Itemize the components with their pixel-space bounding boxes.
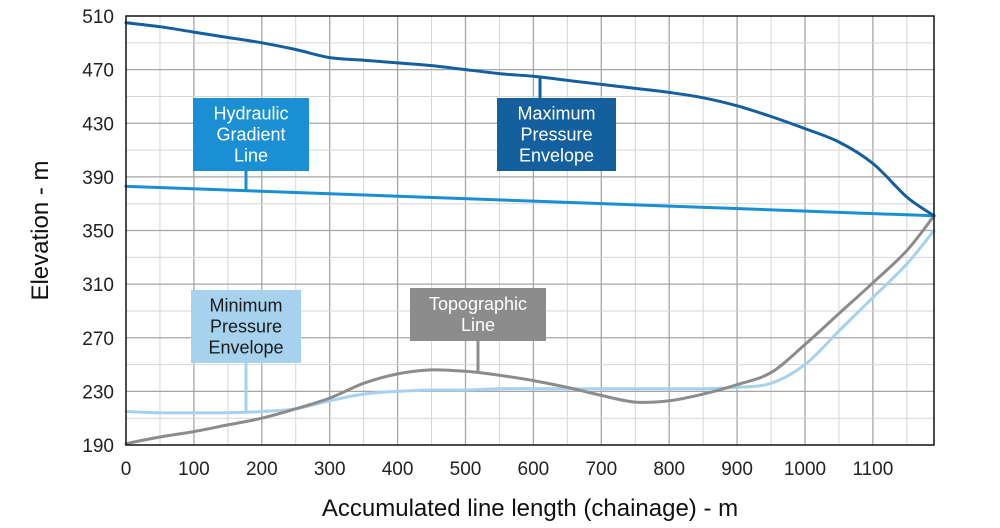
callout-box [191,290,301,363]
callout-label-line: Gradient [216,125,285,145]
callout-label-line: Hydraulic [213,104,288,124]
callout-box [497,98,616,171]
callout-label-line: Line [234,146,268,166]
x-tick-label: 200 [246,459,278,480]
callout-label-line: Minimum [209,296,282,316]
x-tick-label: 600 [518,459,550,480]
x-tick-label: 100 [178,459,210,480]
series-line-2 [124,184,936,218]
series-lines [124,21,936,446]
x-tick-label: 1100 [852,459,893,480]
y-tick-label: 510 [82,7,114,28]
callout-box [193,98,309,171]
y-tick-label: 190 [82,436,114,457]
y-tick-label: 390 [82,168,114,189]
plot-frame [125,15,935,446]
callout-label-line: Envelope [519,146,594,166]
callout-label-line: Topographic [429,294,527,314]
y-tick-label: 350 [82,222,114,243]
x-tick-label: 700 [585,459,617,480]
x-tick-label: 1000 [784,459,826,480]
y-tick-label: 270 [82,329,114,350]
y-tick-label: 430 [82,114,114,135]
series-line-3 [124,214,936,446]
y-tick-label: 470 [82,61,114,82]
x-tick-label: 500 [450,459,482,480]
callout-label-line: Pressure [210,317,282,337]
y-tick-label: 310 [82,275,114,296]
callout-label-line: Line [461,315,495,335]
x-tick-label: 0 [121,459,132,480]
callout-label-line: Maximum [517,104,595,124]
y-axis-title: Elevation - m [27,160,54,300]
callout-box [410,288,546,341]
callout-label-line: Pressure [520,125,592,145]
series-line-1 [124,21,936,218]
x-axis-title: Accumulated line length (chainage) - m [322,495,738,522]
grid [126,16,934,445]
x-tick-label: 300 [314,459,346,480]
x-tick-label: 800 [653,459,685,480]
x-tick-label: 900 [721,459,753,480]
series-line-4 [124,229,936,415]
x-tick-label: 400 [382,459,414,480]
callout-label-line: Envelope [208,338,283,358]
tick-labels: 0 100 200 300 400 500 600 700 800 900 1000 1100 190 2… [82,7,893,480]
y-tick-label: 230 [82,382,114,403]
